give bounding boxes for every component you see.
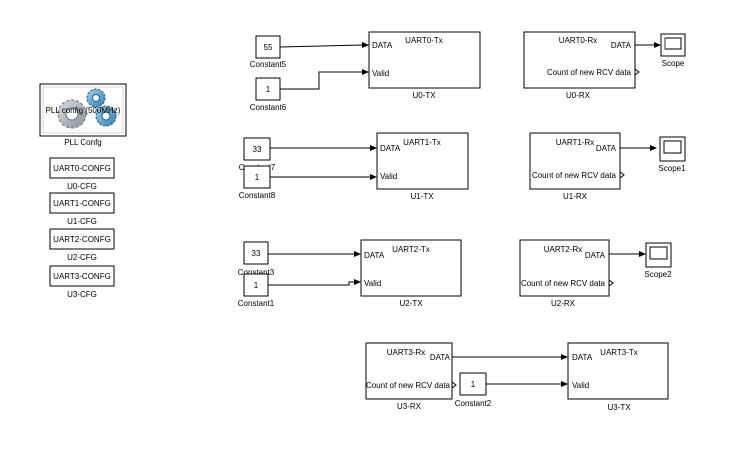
tx-port-data: DATA — [372, 41, 393, 50]
tx-port-valid: Valid — [572, 381, 589, 390]
rx-port-count: Count of new RCV data — [532, 171, 617, 180]
rx-caption: U0-RX — [566, 91, 591, 100]
scope-caption: Scope1 — [658, 164, 686, 173]
constant-block-7[interactable]: 33 — [243, 137, 271, 161]
rx-caption: U2-RX — [551, 299, 576, 308]
constant-caption: Constant2 — [455, 399, 492, 408]
cfg-caption: U1-CFG — [67, 217, 97, 226]
tx-port-data: DATA — [364, 251, 385, 260]
constant-value: 55 — [264, 43, 273, 52]
cfg-block-label: UART0-CONFG — [53, 164, 111, 173]
constant-value: 1 — [255, 173, 260, 182]
rx-port-data: DATA — [585, 251, 606, 260]
uart1-tx-block[interactable]: UART1-Tx DATA Valid — [376, 132, 469, 190]
constant-block-3[interactable]: 33 — [243, 241, 269, 265]
tx-caption: U1-TX — [410, 192, 434, 201]
gears-icon — [57, 88, 117, 129]
uart3-tx-block[interactable]: UART3-Tx DATA Valid — [567, 342, 669, 400]
constant-value: 1 — [266, 85, 271, 94]
tx-port-data: DATA — [572, 353, 593, 362]
output-port-icon — [451, 381, 457, 389]
rx-port-count: Count of new RCV data — [366, 381, 451, 390]
uart3-rx-block[interactable]: UART3-Rx DATA Count of new RCV data — [365, 342, 457, 400]
constant-block-6[interactable]: 1 — [255, 77, 281, 101]
cfg-caption: U0-CFG — [67, 182, 97, 191]
constant-value: 1 — [254, 281, 259, 290]
constant-caption: Constant1 — [238, 299, 275, 308]
rx-title: UART0-Rx — [559, 36, 598, 45]
uart0-tx-block[interactable]: UART0-Tx DATA Valid — [368, 31, 481, 89]
scope-block-2[interactable] — [645, 242, 672, 268]
tx-title: UART0-Tx — [405, 36, 443, 45]
constant-block-2[interactable]: 1 — [459, 372, 487, 396]
rx-port-data: DATA — [596, 144, 617, 153]
tx-caption: U3-TX — [607, 403, 631, 412]
rx-title: UART3-Rx — [387, 348, 426, 357]
constant-caption: Constant3 — [238, 268, 275, 277]
constant-block-1[interactable]: 1 — [243, 273, 269, 297]
output-port-icon — [608, 279, 614, 287]
tx-caption: U2-TX — [399, 299, 423, 308]
rx-port-data: DATA — [430, 353, 451, 362]
cfg-block-3[interactable]: UART3-CONFG — [49, 265, 115, 287]
constant-caption: Constant8 — [239, 191, 276, 200]
scope-block-0[interactable] — [660, 33, 686, 57]
scope-block-1[interactable] — [659, 136, 686, 162]
scope-caption: Scope — [662, 59, 685, 68]
rx-title: UART1-Rx — [556, 138, 595, 147]
cfg-caption: U3-CFG — [67, 290, 97, 299]
constant-block-8[interactable]: 1 — [243, 165, 271, 189]
tx-port-valid: Valid — [372, 69, 389, 78]
tx-caption: U0-TX — [412, 91, 436, 100]
signal-line[interactable] — [280, 71, 363, 90]
constant-value: 1 — [471, 380, 476, 389]
tx-title: UART2-Tx — [392, 245, 430, 254]
tx-port-valid: Valid — [380, 172, 397, 181]
uart1-rx-block[interactable]: UART1-Rx DATA Count of new RCV data — [529, 132, 625, 190]
constant-value: 33 — [252, 249, 261, 258]
rx-port-count: Count of new RCV data — [521, 279, 606, 288]
cfg-block-label: UART1-CONFG — [53, 199, 111, 208]
uart0-rx-block[interactable]: UART0-Rx DATA Count of new RCV data — [523, 31, 640, 89]
constant-caption: Constant6 — [250, 103, 287, 112]
tx-title: UART1-Tx — [403, 138, 441, 147]
uart2-rx-block[interactable]: UART2-Rx DATA Count of new RCV data — [519, 239, 614, 297]
cfg-caption: U2-CFG — [67, 253, 97, 262]
cfg-block-0[interactable]: UART0-CONFG — [49, 157, 115, 179]
constant-value: 33 — [253, 145, 262, 154]
rx-caption: U1-RX — [563, 192, 588, 201]
cfg-block-2[interactable]: UART2-CONFG — [49, 228, 115, 250]
cfg-block-label: UART3-CONFG — [53, 272, 111, 281]
tx-title: UART3-Tx — [600, 348, 638, 357]
signal-line[interactable] — [268, 281, 355, 286]
uart2-tx-block[interactable]: UART2-Tx DATA Valid — [360, 239, 462, 297]
output-port-icon — [634, 68, 640, 76]
signal-line[interactable] — [279, 44, 364, 48]
rx-port-count: Count of new RCV data — [547, 68, 632, 77]
tx-port-data: DATA — [380, 144, 401, 153]
scope-caption: Scope2 — [644, 270, 672, 279]
rx-caption: U3-RX — [397, 402, 422, 411]
pll-caption: PLL Confg — [64, 138, 102, 147]
rx-title: UART2-Rx — [544, 245, 583, 254]
cfg-block-label: UART2-CONFG — [53, 235, 111, 244]
output-port-icon — [619, 171, 625, 179]
tx-port-valid: Valid — [364, 279, 381, 288]
constant-block-5[interactable]: 55 — [255, 35, 281, 59]
constant-caption: Constant5 — [250, 60, 287, 69]
rx-port-data: DATA — [611, 41, 632, 50]
pll-config-block[interactable]: PLL config (500MHz) — [39, 83, 127, 137]
pll-block-text: PLL config (500MHz) — [46, 106, 121, 115]
cfg-block-1[interactable]: UART1-CONFG — [49, 192, 115, 214]
